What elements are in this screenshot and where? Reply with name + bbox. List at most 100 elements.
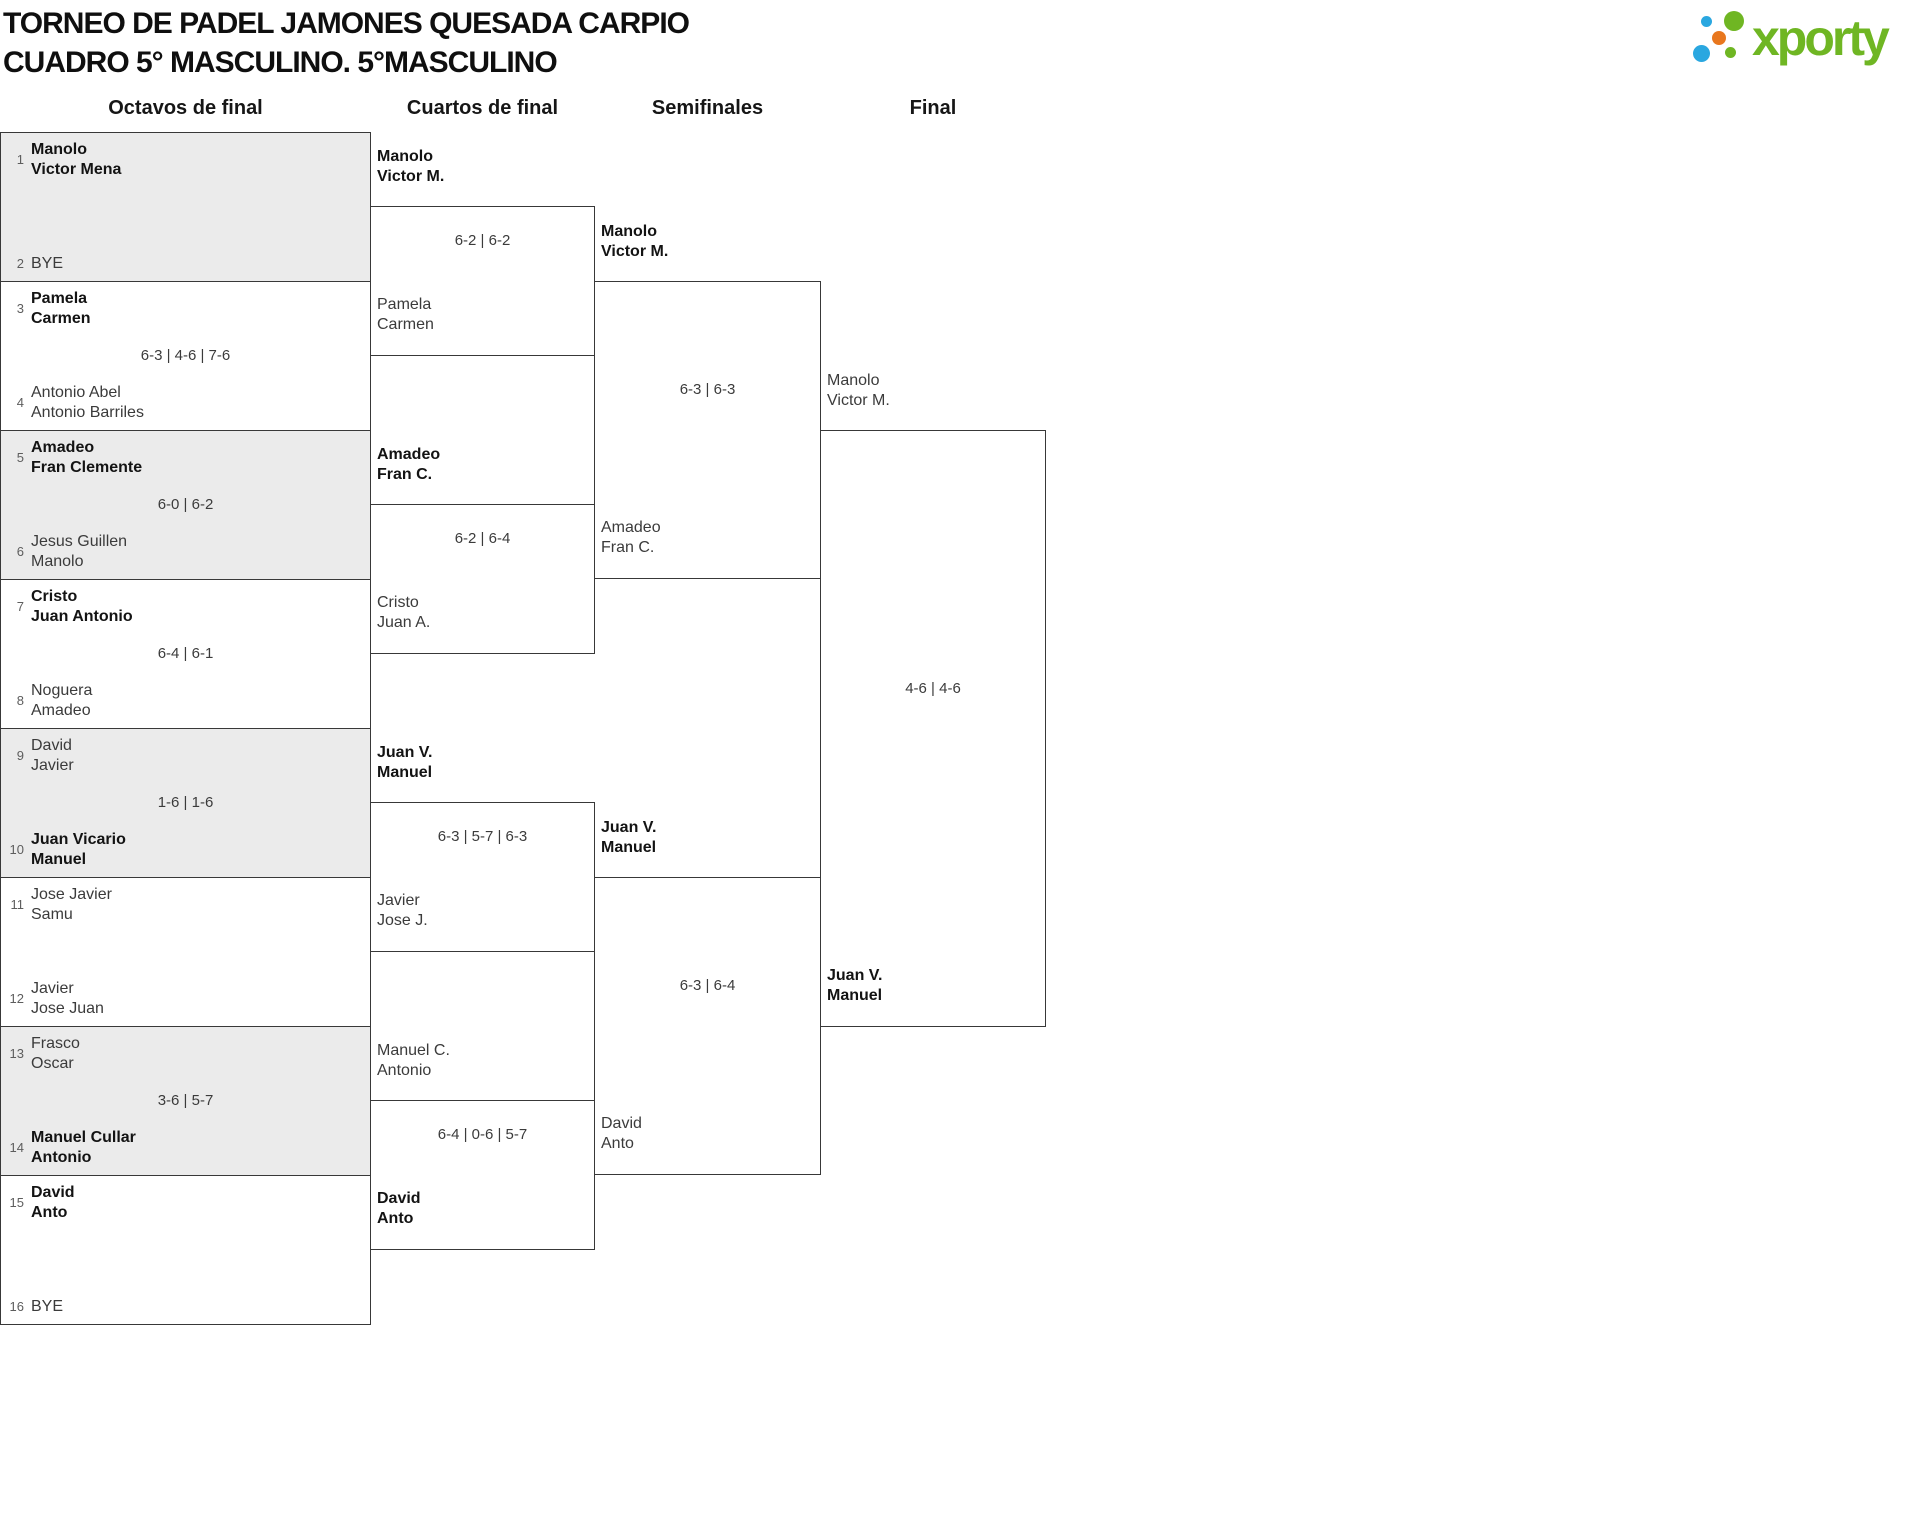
seed-number: 16: [9, 1299, 24, 1314]
player-name: Anto: [377, 1210, 414, 1227]
match-octavos-2: 3 Pamela Carmen 6-3 | 4-6 | 7-6 4 Antoni…: [0, 281, 371, 431]
advancing-team-bottom: Pamela Carmen: [377, 295, 434, 335]
match-final: Manolo Victor M. 4-6 | 4-6 Juan V. Manue…: [820, 372, 1046, 1027]
team-names: BYE: [31, 254, 63, 274]
logo-wordmark: xporty: [1752, 10, 1890, 66]
player-name: Manuel: [601, 839, 657, 856]
player-name: Victor M.: [601, 243, 669, 260]
team-slot-bottom: 2 BYE: [7, 254, 362, 274]
player-name: Manuel: [377, 764, 433, 781]
player-name: Frasco: [31, 1035, 80, 1052]
team-slot-top: 9 David Javier: [7, 736, 362, 776]
player-name: Victor Mena: [31, 161, 122, 178]
page-title: TORNEO DE PADEL JAMONES QUESADA CARPIO C…: [3, 4, 690, 82]
match-octavos-5: 9 David Javier 1-6 | 1-6 10 Juan Vicario…: [0, 728, 371, 878]
match-score: 6-3 | 4-6 | 7-6: [140, 347, 231, 364]
team-slot-top: 1 Manolo Victor Mena: [7, 140, 362, 180]
player-name: Manolo: [31, 553, 84, 570]
team-slot-top: 15 David Anto: [7, 1183, 362, 1223]
seed-number: 4: [16, 395, 24, 410]
seed-number: 2: [16, 256, 24, 271]
match-score: 6-2 | 6-2: [454, 232, 511, 249]
player-name: Jose J.: [377, 912, 428, 929]
advancing-team-bottom: Amadeo Fran C.: [601, 518, 661, 558]
player-name: Cristo: [31, 588, 78, 605]
player-name: Antonio: [31, 1149, 92, 1166]
player-name: Manolo: [31, 141, 87, 158]
player-name: Victor M.: [377, 168, 445, 185]
match-score: 6-2 | 6-4: [454, 530, 511, 547]
player-name: Pamela: [377, 296, 432, 313]
seed-number: 10: [9, 842, 24, 857]
match-semifinal-2: Juan V. Manuel 6-3 | 6-4 David Anto: [594, 819, 821, 1175]
match-octavos-8: 15 David Anto 16 BYE: [0, 1175, 371, 1325]
team-names: Antonio Abel Antonio Barriles: [31, 383, 144, 423]
player-name: Jose Javier: [31, 886, 112, 903]
player-name: Juan Antonio: [31, 608, 133, 625]
player-name: David: [601, 1115, 642, 1132]
player-name: Juan V.: [377, 744, 433, 761]
seed-number: 7: [16, 599, 24, 614]
team-names: Noguera Amadeo: [31, 681, 92, 721]
team-names: Amadeo Fran Clemente: [31, 438, 142, 478]
logo-dot-icon: [1725, 47, 1736, 58]
player-name: Cristo: [377, 594, 419, 611]
team-slot-top: 7 Cristo Juan Antonio: [7, 587, 362, 627]
team-slot-top: 3 Pamela Carmen: [7, 289, 362, 329]
tournament-name: TORNEO DE PADEL JAMONES QUESADA CARPIO: [3, 7, 690, 40]
team-slot-bottom: 4 Antonio Abel Antonio Barriles: [7, 383, 362, 423]
advancing-team-top: Manuel C. Antonio: [377, 1041, 450, 1081]
advancing-team-top: Juan V. Manuel: [601, 818, 656, 858]
seed-number: 11: [10, 897, 25, 912]
player-name: BYE: [31, 1298, 64, 1315]
match-cuartos-1: Manolo Victor M. 6-2 | 6-2 Pamela Carmen: [370, 148, 595, 356]
logo-dot-icon: [1693, 45, 1710, 62]
round-header-octavos: Octavos de final: [108, 97, 263, 119]
player-name: Amadeo: [31, 439, 95, 456]
match-score: 1-6 | 1-6: [157, 794, 214, 811]
match-cuartos-4: Manuel C. Antonio 6-4 | 0-6 | 5-7 David …: [370, 1042, 595, 1250]
team-slot-top: 13 Frasco Oscar: [7, 1034, 362, 1074]
player-name: Juan A.: [377, 614, 431, 631]
advancing-team-bottom: Cristo Juan A.: [377, 593, 430, 633]
match-octavos-4: 7 Cristo Juan Antonio 6-4 | 6-1 8 Noguer…: [0, 579, 371, 729]
player-name: David: [31, 1184, 75, 1201]
seed-number: 12: [9, 991, 24, 1006]
player-name: Jose Juan: [31, 1000, 104, 1017]
seed-number: 6: [16, 544, 24, 559]
player-name: Manuel C.: [377, 1042, 450, 1059]
advancing-team-top: Manolo Victor M.: [827, 371, 890, 411]
round-header-final: Final: [909, 97, 957, 119]
player-name: Samu: [31, 906, 73, 923]
advancing-team-bottom: Juan V. Manuel: [827, 966, 882, 1006]
player-name: Carmen: [31, 310, 91, 327]
team-names: Frasco Oscar: [31, 1034, 80, 1074]
draw-name: CUADRO 5° MASCULINO. 5°MASCULINO: [3, 46, 558, 79]
team-names: David Anto: [31, 1183, 75, 1223]
player-name: Fran C.: [377, 466, 433, 483]
player-name: Amadeo: [601, 519, 661, 536]
player-name: Juan V.: [601, 819, 657, 836]
player-name: Juan V.: [827, 967, 883, 984]
match-score: 6-3 | 5-7 | 6-3: [437, 828, 528, 845]
round-header-cuartos: Cuartos de final: [406, 97, 559, 119]
team-names: Jose Javier Samu: [31, 885, 112, 925]
seed-number: 14: [9, 1140, 24, 1155]
team-names: BYE: [31, 1297, 63, 1317]
seed-number: 1: [16, 152, 24, 167]
player-name: Oscar: [31, 1055, 74, 1072]
team-names: Javier Jose Juan: [31, 979, 104, 1019]
player-name: Antonio Barriles: [31, 404, 144, 421]
player-name: BYE: [31, 255, 64, 272]
player-name: Juan Vicario: [31, 831, 126, 848]
player-name: Antonio Abel: [31, 384, 121, 401]
match-octavos-1: 1 Manolo Victor Mena 2 BYE: [0, 132, 371, 282]
match-score: 6-4 | 6-1: [157, 645, 214, 662]
match-score: 6-0 | 6-2: [157, 496, 214, 513]
player-name: Jesus Guillen: [31, 533, 128, 550]
player-name: Anto: [31, 1204, 68, 1221]
player-name: Amadeo: [377, 446, 441, 463]
team-slot-bottom: 12 Javier Jose Juan: [7, 979, 362, 1019]
match-score: 3-6 | 5-7: [157, 1092, 214, 1109]
